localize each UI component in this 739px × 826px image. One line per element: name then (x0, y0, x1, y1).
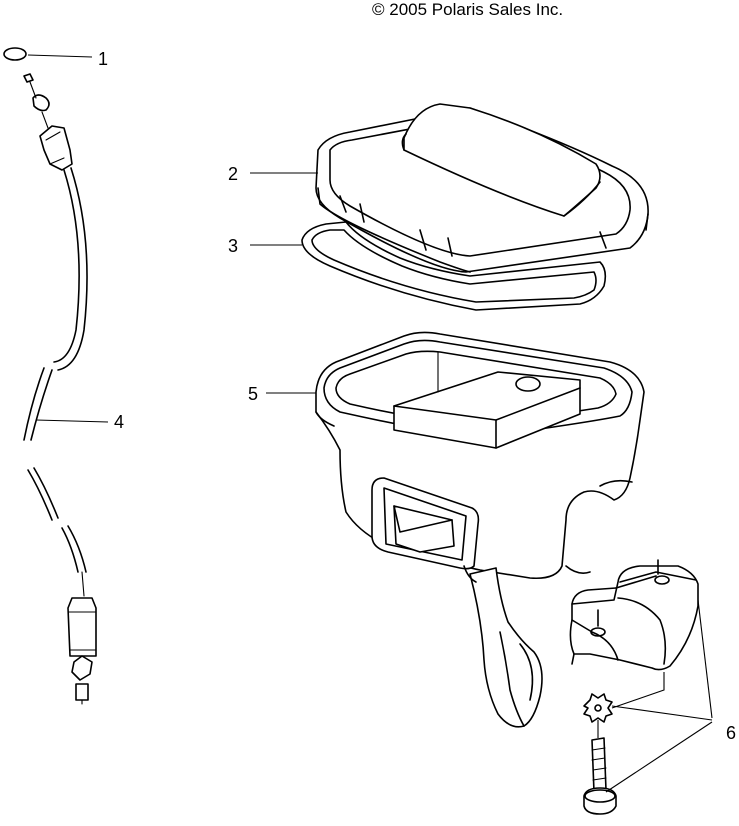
callout-4: 4 (114, 412, 124, 432)
part-cover (315, 103, 649, 273)
callout-6: 6 (726, 723, 736, 743)
callout-5: 5 (248, 384, 258, 404)
leader-lines (27, 54, 713, 793)
part-throttle-cable (23, 73, 97, 705)
part-gasket (301, 221, 607, 311)
callout-3: 3 (228, 236, 238, 256)
callout-2: 2 (228, 164, 238, 184)
part-o-ring (3, 47, 27, 61)
part-housing (315, 331, 645, 728)
callout-1: 1 (98, 49, 108, 69)
copyright-notice: © 2005 Polaris Sales Inc. (372, 0, 564, 19)
part-clamp-assembly (569, 559, 699, 815)
